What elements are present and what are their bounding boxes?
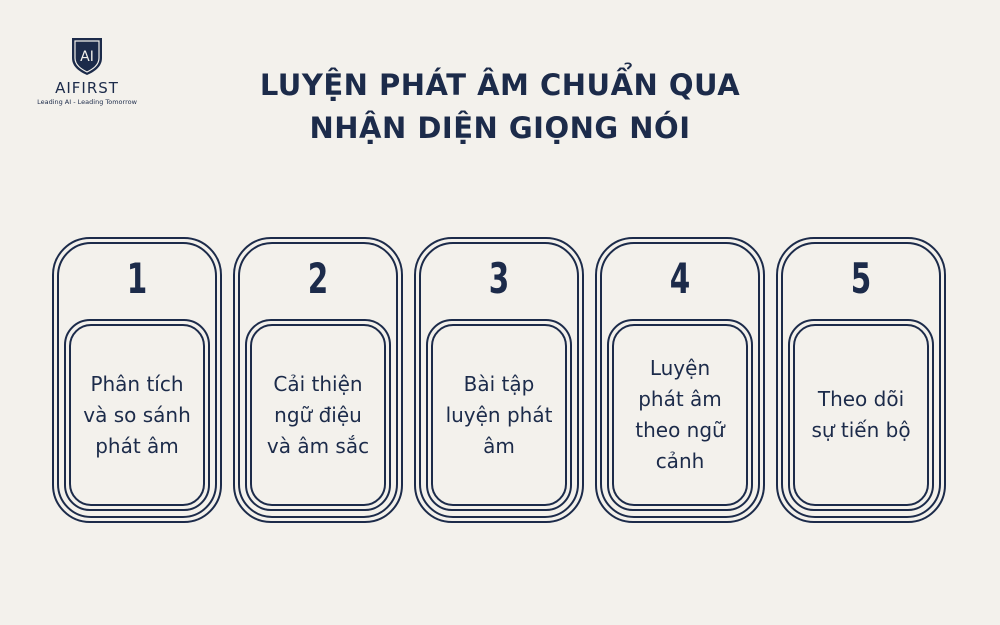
box-border xyxy=(431,324,567,506)
step-number: 4 xyxy=(669,254,691,303)
box-border xyxy=(793,324,929,506)
step-text-box: Luyện phát âm theo ngữ cảnh xyxy=(607,319,753,511)
card-border xyxy=(419,242,579,518)
shield-text: AI xyxy=(80,49,94,65)
step-card-2: 2 Cải thiện ngữ điệu và âm sắc xyxy=(233,237,403,523)
card-border xyxy=(600,242,760,518)
step-number: 5 xyxy=(850,254,872,303)
shield-logo-icon: AI xyxy=(72,38,102,75)
page-title: LUYỆN PHÁT ÂM CHUẨN QUA NHẬN DIỆN GIỌNG … xyxy=(200,64,800,150)
logo-name: AIFIRST xyxy=(55,79,119,97)
step-number: 1 xyxy=(126,254,148,303)
step-card-3: 3 Bài tập luyện phát âm xyxy=(414,237,584,523)
box-border xyxy=(250,324,386,506)
step-card-5: 5 Theo dõi sự tiến bộ xyxy=(776,237,946,523)
title-line-1: LUYỆN PHÁT ÂM CHUẨN QUA xyxy=(259,68,741,102)
logo-tagline: Leading AI - Leading Tomorrow xyxy=(37,98,137,106)
step-text: Cải thiện ngữ điệu và âm sắc xyxy=(266,371,370,458)
card-border xyxy=(781,242,941,518)
card-border xyxy=(57,242,217,518)
step-text: Luyện phát âm theo ngữ cảnh xyxy=(635,356,725,473)
box-border xyxy=(612,324,748,506)
aifirst-logo: AI AIFIRST Leading AI - Leading Tomorrow xyxy=(32,36,142,106)
step-text-box: Phân tích và so sánh phát âm xyxy=(64,319,210,511)
step-text: Phân tích và so sánh phát âm xyxy=(83,371,191,458)
step-text-box: Cải thiện ngữ điệu và âm sắc xyxy=(245,319,391,511)
step-text: Theo dõi sự tiến bộ xyxy=(811,387,911,442)
step-card-4: 4 Luyện phát âm theo ngữ cảnh xyxy=(595,237,765,523)
step-text: Bài tập luyện phát âm xyxy=(445,371,553,458)
title-line-2: NHẬN DIỆN GIỌNG NÓI xyxy=(309,111,691,145)
step-text-box: Bài tập luyện phát âm xyxy=(426,319,572,511)
step-number: 2 xyxy=(307,254,329,303)
step-text-box: Theo dõi sự tiến bộ xyxy=(788,319,934,511)
step-card-1: 1 Phân tích và so sánh phát âm xyxy=(52,237,222,523)
box-border xyxy=(69,324,205,506)
card-border xyxy=(238,242,398,518)
step-number: 3 xyxy=(488,254,510,303)
